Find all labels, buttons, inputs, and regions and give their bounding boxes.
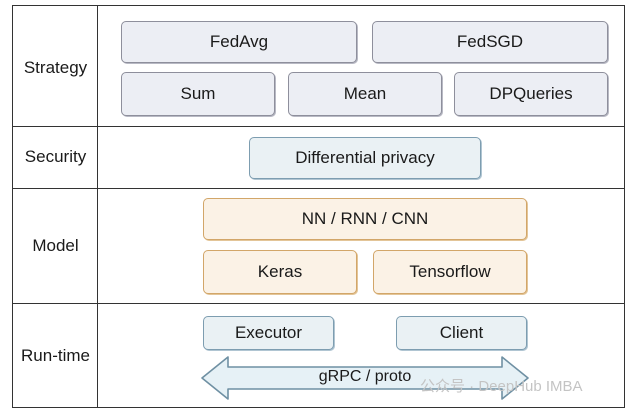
row-label-strategy: Strategy [23, 58, 88, 77]
double-arrow-icon [201, 356, 529, 400]
fedsgd-box: FedSGD [372, 21, 608, 63]
tensorflow-box: Tensorflow [373, 250, 527, 294]
grpc-double-arrow: gRPC / proto [200, 355, 530, 401]
row-label-runtime: Run-time [21, 346, 90, 365]
row-divider-strategy [12, 126, 625, 127]
grpc-proto-label: gRPC / proto [318, 368, 412, 385]
executor-box: Executor [203, 316, 334, 350]
watermark: 公众号 · DeepHub IMBA [420, 378, 583, 395]
mean-box: Mean [288, 72, 442, 116]
column-divider [97, 5, 98, 408]
nn-rnn-cnn-box: NN / RNN / CNN [203, 198, 527, 240]
row-divider-model [12, 303, 625, 304]
sum-box: Sum [121, 72, 275, 116]
differential-privacy-box: Differential privacy [249, 137, 481, 179]
diagram-frame [12, 5, 625, 408]
row-label-security: Security [24, 147, 87, 166]
keras-box: Keras [203, 250, 357, 294]
row-divider-security [12, 188, 625, 189]
fedavg-box: FedAvg [121, 21, 357, 63]
dpqueries-box: DPQueries [454, 72, 608, 116]
row-label-model: Model [32, 236, 79, 255]
client-box: Client [396, 316, 527, 350]
